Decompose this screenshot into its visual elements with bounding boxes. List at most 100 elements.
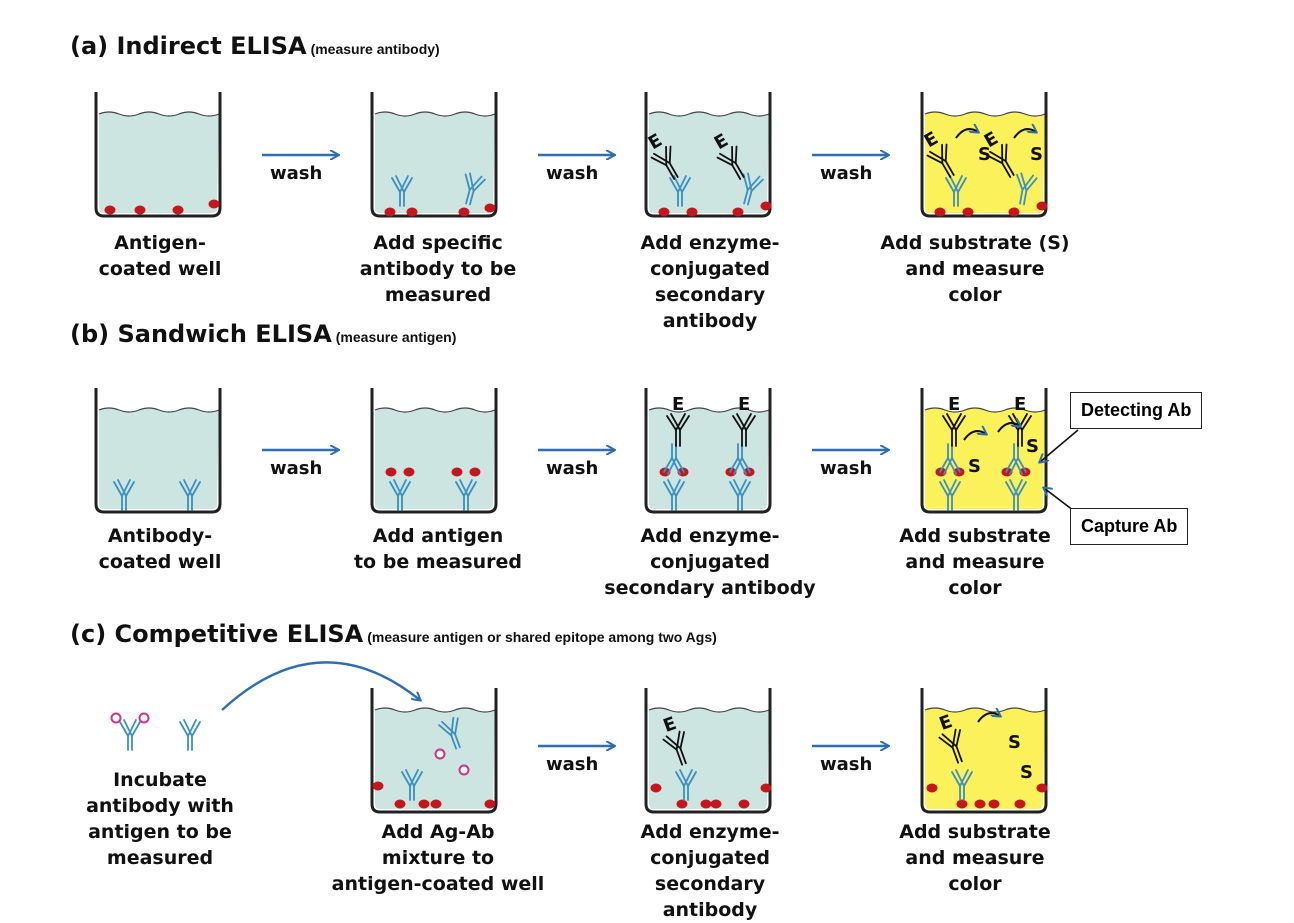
- well-c-3-surface: [648, 707, 770, 713]
- secab-b4-1-stem: [1017, 429, 1023, 447]
- capture-ab-b4-0: [939, 479, 961, 511]
- well-a-4-wall: [920, 92, 1048, 218]
- free-ab-c1-2: [179, 719, 201, 751]
- caption-c-4: Add substrate and measure color: [899, 821, 1051, 895]
- secab-b3-0-enzyme: E: [672, 394, 684, 415]
- capture-ab-b1-1-stem: [121, 495, 127, 511]
- wash-b-3-label: wash: [820, 458, 872, 479]
- well-c-4: [920, 688, 1048, 814]
- capture-ab-b1-2-stem: [187, 495, 193, 511]
- detect-ab-b4-0: [939, 443, 961, 475]
- section-b-subtitle: (measure antigen): [335, 329, 457, 345]
- wash-a-3-label: wash: [820, 163, 872, 184]
- section-c-title: (c) Competitive ELISA(measure antigen or…: [70, 620, 717, 648]
- well-a-1-fluid: [99, 112, 219, 213]
- detect-ab-b3-1-arm-l: [737, 457, 751, 475]
- secab-a3-1-stem: [665, 162, 679, 180]
- antigen-c2-4: [484, 799, 496, 809]
- secab-a3-1-arm-r: [665, 145, 672, 167]
- well-a-1-surface: [98, 111, 220, 117]
- caption-a-4: Add substrate (S) and measure color: [880, 232, 1070, 306]
- antibody-a3-2: [742, 172, 764, 206]
- well-b-4-wall: [920, 388, 1048, 514]
- well-c-2-fluid: [375, 708, 495, 809]
- capture-ab-b4-1-stem: [1013, 495, 1019, 511]
- secab-b4-0-arm-r: [951, 413, 966, 431]
- secab-a4-1-arm-r: [941, 143, 948, 165]
- capture-ab-b4-1-arm-r: [1013, 479, 1027, 497]
- antibody-c2-1-arm-r: [409, 769, 423, 787]
- secab-b3-0: E: [666, 394, 690, 447]
- detecting-ab-label: Detecting Ab: [1070, 392, 1203, 429]
- caption-b-2: Add antigen to be measured: [353, 525, 523, 573]
- well-c-2-wall: [370, 688, 498, 814]
- antigen-c3-3: [710, 799, 722, 809]
- well-c-4-surface: [924, 707, 1046, 713]
- pink-antigen-c1-l: [110, 712, 122, 724]
- secab-b3-1: E: [732, 394, 756, 447]
- antibody-a3-2-arm-r: [746, 175, 764, 192]
- capture-ab-b3-0-stem: [671, 495, 677, 511]
- well-a-2-wall: [370, 92, 498, 218]
- detect-ab-b4-1-arm-r: [1005, 457, 1019, 475]
- well-a-1: [94, 92, 222, 218]
- reaction-arrow-c4-1: [977, 713, 1000, 723]
- well-b-1: [94, 388, 222, 514]
- reaction-arrow-b4-1: [963, 431, 986, 441]
- substrate-a4-1: S: [978, 144, 991, 165]
- wash-a-1-label: wash: [270, 163, 322, 184]
- capture-ab-b1-2-arm-l: [179, 479, 193, 497]
- wash-c-1-label: wash: [546, 754, 598, 775]
- capture-ab-b2-1-arm-l: [455, 479, 469, 497]
- substrate-a4-2: S: [1030, 144, 1043, 165]
- section-a-title: (a) Indirect ELISA(measure antibody): [70, 32, 440, 60]
- secab-b3-0-stem: [675, 429, 681, 447]
- well-b-1-surface: [98, 407, 220, 413]
- free-ab-c1-1: [119, 719, 141, 751]
- antibody-c2-1: [401, 769, 423, 801]
- antigen-c3-0: [650, 783, 662, 793]
- well-c-2: [370, 688, 498, 814]
- pink-antigen-c2-2: [458, 764, 470, 776]
- well-a-3-surface: [648, 111, 770, 117]
- antigen-a2-1: [406, 207, 418, 217]
- antibody-c2-2-arm-l: [438, 720, 456, 737]
- free-ab-c1-2-arm-l: [179, 719, 193, 737]
- mixture-transfer-arrow: [221, 661, 420, 711]
- wash-c-2-label: wash: [820, 754, 872, 775]
- well-a-2-surface: [374, 111, 496, 117]
- antigen-c3-2: [700, 799, 712, 809]
- capture-ab-b3-1-stem: [737, 495, 743, 511]
- detect-ab-b4-0-arm-r: [939, 457, 953, 475]
- antibody-a3-1-arm-r: [677, 175, 691, 193]
- capture-ab-b1-1: [113, 479, 135, 511]
- antigen-c3-4: [738, 799, 750, 809]
- section-c-subtitle: (measure antigen or shared epitope among…: [367, 629, 717, 645]
- free-ab-c1-1-arm-r: [127, 719, 141, 737]
- secab-b4-1-enzyme: E: [1014, 394, 1026, 415]
- free-ab-c1-2-stem: [187, 735, 193, 751]
- antibody-a4-1: [945, 175, 967, 207]
- antibody-a4-2-arm-l: [1016, 172, 1028, 192]
- antigen-a1-2: [172, 205, 184, 215]
- antigen-c4-2: [974, 799, 986, 809]
- secab-b4-0-enzyme: E: [948, 394, 960, 415]
- antigen-c3-1: [676, 799, 688, 809]
- wash-a-2-label: wash: [546, 163, 598, 184]
- well-c-2-surface: [374, 707, 496, 713]
- antigen-a3-1: [686, 207, 698, 217]
- capture-ab-b2-0: [389, 479, 411, 511]
- antibody-a4-1-arm-r: [953, 175, 967, 193]
- caption-a-2: Add specific antibody to be measured: [359, 232, 517, 306]
- antibody-a3-1-stem: [677, 191, 683, 207]
- caption-a-1: Antigen- coated well: [98, 232, 222, 280]
- antibody-c3-1-arm-r: [683, 769, 697, 787]
- antibody-c3-1-arm-l: [675, 769, 689, 787]
- capture-ab-b3-1-arm-r: [737, 479, 751, 497]
- antigen-a2-2: [458, 207, 470, 217]
- capture-ab-b3-0: [663, 479, 685, 511]
- antibody-a4-1-arm-l: [945, 175, 959, 193]
- capture-ab-b1-2: [179, 479, 201, 511]
- reaction-arrow-a4-1: [955, 129, 978, 139]
- antibody-c2-1-stem: [409, 785, 415, 801]
